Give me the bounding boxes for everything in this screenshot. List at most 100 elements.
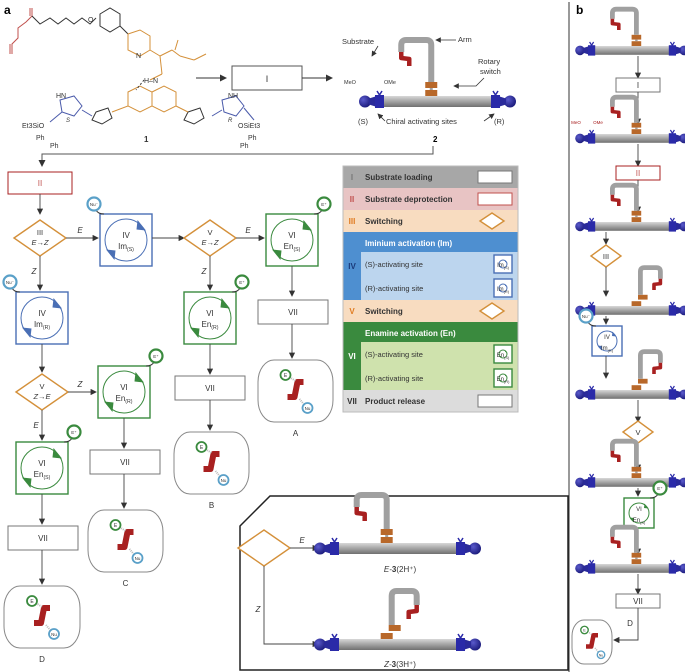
step-box-label: VII xyxy=(120,458,130,467)
chiral-site-r xyxy=(668,221,676,232)
chiral-site-s xyxy=(375,95,384,108)
activation-site-label: Im(R) xyxy=(601,346,614,353)
legend-header-bg xyxy=(343,322,518,342)
badge-label: E⁺ xyxy=(153,354,159,359)
step-box-label: I xyxy=(637,81,639,90)
electrophile-badge xyxy=(26,595,38,607)
site-notch xyxy=(457,633,464,640)
activation-site-label: En(S) xyxy=(34,470,51,481)
axle-rod xyxy=(588,478,676,487)
nucleophile-badge xyxy=(48,628,60,640)
legend-row-bg xyxy=(343,390,518,412)
activation-step-number: IV xyxy=(122,231,130,240)
legend-number: VII xyxy=(347,397,357,406)
axle-rod xyxy=(375,96,500,107)
site-notch xyxy=(589,41,595,47)
legend-box-symbol xyxy=(477,192,513,206)
product-path-label: D xyxy=(627,619,633,628)
ome-label: OMe xyxy=(384,80,396,86)
cycle-arrowhead xyxy=(220,298,230,309)
cycle-arrowhead xyxy=(499,265,501,268)
site-notch xyxy=(669,301,675,307)
chiral-site-s xyxy=(588,389,596,400)
site-notch xyxy=(376,90,383,97)
stereo-r: R xyxy=(228,118,233,124)
substrate xyxy=(652,362,663,374)
rotary-switch-lower xyxy=(631,301,642,306)
badge-label: Nu⁻ xyxy=(90,202,99,207)
bond xyxy=(288,376,297,382)
arm xyxy=(638,349,663,379)
en-r-box-low xyxy=(97,365,151,419)
activation-site-label: En(R) xyxy=(116,394,133,405)
nucleophile-badge xyxy=(596,650,606,660)
product-label: B xyxy=(209,501,214,510)
catalytic-cycle-icon xyxy=(102,370,146,414)
cycle-arrowhead xyxy=(52,448,62,459)
cycle-arrowhead xyxy=(272,249,282,260)
axle-rod xyxy=(330,543,465,554)
activation-site-label: Im(S) xyxy=(497,263,510,270)
electrophile-badge xyxy=(109,519,122,531)
legend-header: Enamine activation (En) xyxy=(365,329,456,338)
rotary-switch-upper xyxy=(631,34,642,40)
cycle-arrowhead xyxy=(612,331,617,337)
badge-label: Nu⁻ xyxy=(6,280,15,285)
site-notch xyxy=(589,217,595,223)
step-box-label: VII xyxy=(633,597,643,606)
legend-number: II xyxy=(350,195,354,204)
substrate xyxy=(610,450,621,462)
chiral-site-s xyxy=(330,638,339,651)
stopper-ball xyxy=(469,638,481,651)
switching-diamond-inset xyxy=(236,529,292,567)
flow-arrow xyxy=(263,566,319,648)
molecule-1-labels: O N H–N HN NH Et3SiO OSiEt3 Ph Ph Ph Ph … xyxy=(22,17,260,150)
legend-sub-label: (R)-activating site xyxy=(365,374,423,383)
meo-label: MeO xyxy=(571,120,581,125)
chiral-sites-label: Chiral activating sites xyxy=(386,117,457,126)
legend-label: Substrate loading xyxy=(365,173,433,182)
catalytic-cycle-icon xyxy=(498,349,508,359)
activation-step-number: IV xyxy=(38,309,46,318)
rotary-switch-lower xyxy=(380,633,393,639)
bond xyxy=(118,526,127,532)
legend-number: IV xyxy=(348,262,356,271)
arm xyxy=(610,438,639,467)
cycle-arrowhead xyxy=(190,327,200,338)
badge-label: Nu⁻ xyxy=(582,314,591,319)
axle-rod xyxy=(588,222,676,231)
rotary-switch-lower xyxy=(631,385,642,390)
cycle-arrowhead xyxy=(499,379,501,382)
site-notch xyxy=(589,301,595,307)
im-s-box xyxy=(99,213,153,267)
nucleophile-badge xyxy=(2,274,18,290)
legend-border xyxy=(342,165,519,413)
site-notch xyxy=(589,129,595,135)
nucleophile-label: Nu xyxy=(135,556,141,561)
legend-box-symbol xyxy=(477,170,513,184)
substrate xyxy=(354,507,367,521)
step-box xyxy=(89,449,161,475)
activation-step-number: IV xyxy=(604,335,610,341)
badge-label: E⁺ xyxy=(657,486,663,491)
switch-step-number: V xyxy=(207,228,212,237)
chiral-site-r xyxy=(668,563,676,574)
step-box-I xyxy=(231,65,303,91)
electrophile-badge xyxy=(652,480,668,496)
chiral-site-r xyxy=(668,477,676,488)
cycle-arrowhead xyxy=(22,327,32,338)
rotary-switch-upper xyxy=(388,625,401,631)
isomer-inset: EE-3(2H⁺)ZZ-3(3H⁺) xyxy=(236,492,481,669)
product-substrate xyxy=(287,379,304,400)
cycle-arrowhead xyxy=(302,220,312,231)
activation-site-label: Im(S) xyxy=(118,242,134,253)
rotary-switch-lower xyxy=(631,559,642,564)
activation-step-number: VI xyxy=(120,383,128,392)
product-label: D xyxy=(39,655,45,664)
cycle-arrowhead xyxy=(499,355,501,358)
switch-axle xyxy=(429,88,433,90)
